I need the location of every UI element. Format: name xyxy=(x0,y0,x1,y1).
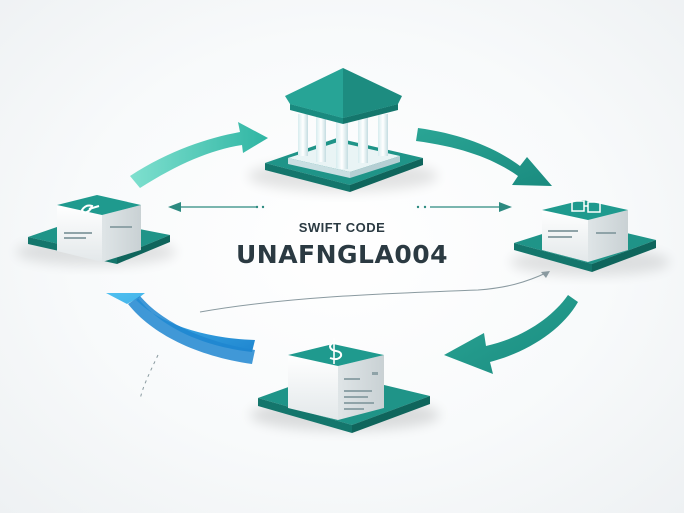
bottom-bank-box-node xyxy=(258,338,430,433)
central-bank-node xyxy=(265,68,423,192)
bank-building-icon xyxy=(285,68,402,169)
right-bank-box-node xyxy=(514,200,656,272)
arrow-top-left xyxy=(130,122,268,188)
dollar-icon xyxy=(328,338,343,364)
arrow-top-right xyxy=(416,128,552,186)
arrow-bottom-left xyxy=(106,293,255,364)
arrow-bottom-right xyxy=(444,295,578,374)
swift-code-caption: SWIFT CODE xyxy=(298,220,386,235)
connector-lines xyxy=(139,202,550,401)
transfer-icon xyxy=(571,200,601,213)
left-bank-box-node xyxy=(28,195,170,264)
swift-code-value: UNAFNGLA004 xyxy=(235,240,449,269)
pen-icon xyxy=(80,204,100,215)
